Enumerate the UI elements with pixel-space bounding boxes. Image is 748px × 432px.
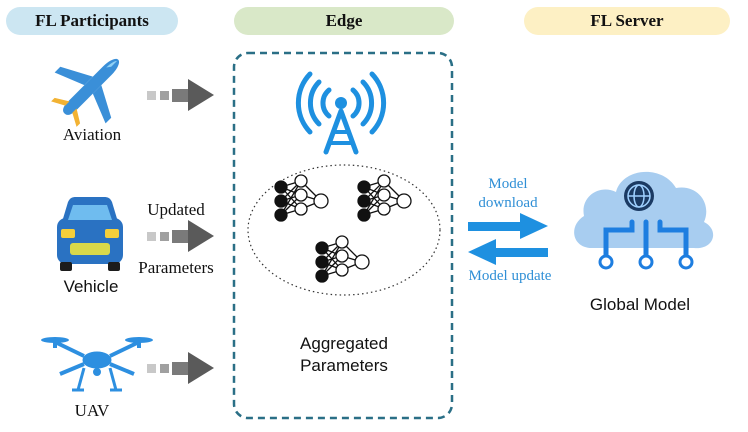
parameters-label: Parameters <box>138 258 214 277</box>
gray-arrow-uav <box>147 352 214 384</box>
drone-icon <box>41 337 153 392</box>
cloud-icon <box>574 171 714 270</box>
model-download-label: Model <box>488 176 528 192</box>
gray-arrow-vehicle <box>147 220 214 252</box>
gray-arrow-aviation <box>147 79 214 111</box>
participants-header: FL Participants <box>6 7 178 35</box>
edge-header: Edge <box>234 7 454 35</box>
uav-label: UAV <box>74 401 110 420</box>
vehicle-label: Vehicle <box>63 277 119 296</box>
car-icon <box>57 197 123 271</box>
server-header: FL Server <box>524 7 730 35</box>
airplane-icon <box>51 58 120 127</box>
model-update-arrow <box>468 239 548 265</box>
aggregated-parameters-label: Parameters <box>300 356 388 375</box>
aggregation-ellipse <box>247 164 441 296</box>
aviation-label: Aviation <box>62 125 122 144</box>
model-download-arrow <box>468 213 548 239</box>
global-model-label: Global Model <box>589 295 691 314</box>
edge-box <box>232 51 454 420</box>
updated-label: Updated <box>147 200 205 219</box>
model-download-label-2: download <box>478 195 538 211</box>
neural-network-icon <box>274 174 329 222</box>
aggregated-label: Aggregated <box>300 334 388 353</box>
antenna-icon <box>295 71 387 155</box>
neural-network-icon <box>357 174 412 222</box>
neural-network-icon <box>315 235 370 283</box>
model-update-label: Model update <box>468 268 552 284</box>
